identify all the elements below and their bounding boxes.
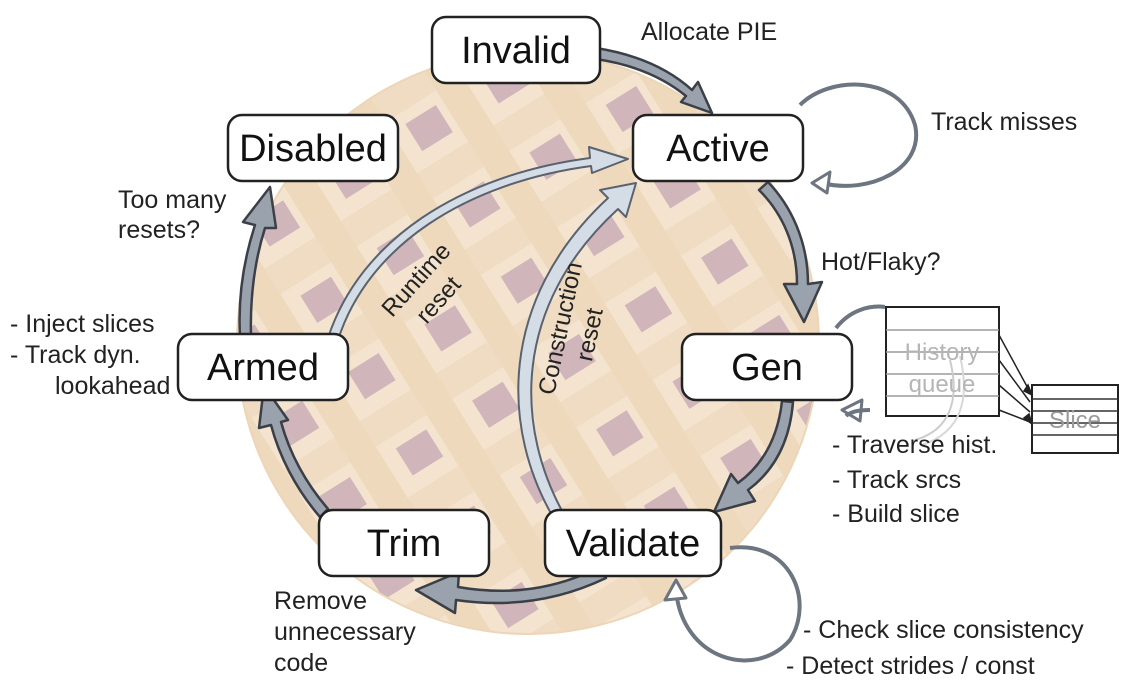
state-gen: Gen	[680, 332, 854, 402]
arrow-active-to-gen	[757, 180, 824, 324]
hot-flaky-label: Hot/Flaky?	[821, 248, 940, 276]
construction-reset-arrow	[517, 182, 637, 523]
runtime-reset-arrow	[327, 146, 629, 341]
state-disabled: Disabled	[226, 113, 400, 183]
armed-note-2: - Track dyn.	[10, 341, 141, 369]
state-invalid-label: Invalid	[461, 30, 571, 72]
validate-self-loop	[674, 545, 802, 663]
active-self-loop	[798, 82, 919, 188]
state-gen-label: Gen	[731, 347, 803, 389]
slice-label: Slice	[1049, 407, 1101, 434]
gen-note-1: - Traverse hist.	[832, 431, 997, 459]
arrow-trim-to-armed	[257, 384, 330, 519]
arrow-invalid-to-active	[594, 46, 714, 115]
cycle-arrows	[238, 46, 824, 615]
armed-note-3: lookahead	[55, 372, 170, 400]
track-misses-label: Track misses	[931, 108, 1077, 136]
state-armed: Armed	[176, 332, 350, 402]
state-active: Active	[631, 113, 805, 183]
history-queue: History queue	[885, 306, 1000, 446]
queue-to-slice-lines	[998, 334, 1034, 426]
arrow-validate-to-trim	[414, 565, 608, 615]
state-validate-label: Validate	[566, 523, 701, 565]
reset-arrows	[327, 146, 637, 523]
gen-note-3: - Build slice	[832, 500, 960, 528]
armed-note-1: - Inject slices	[10, 310, 154, 338]
arrow-armed-to-disabled	[238, 185, 278, 338]
gen-self-loop	[834, 304, 886, 330]
state-disabled-label: Disabled	[239, 128, 387, 170]
remove-label-3: code	[274, 649, 328, 677]
validate-note-1: - Check slice consistency	[803, 616, 1084, 644]
remove-label-2: unnecessary	[274, 618, 416, 646]
too-many-label-1: Too many	[118, 186, 227, 214]
state-active-label: Active	[666, 128, 769, 170]
gen-note-2: - Track srcs	[832, 466, 961, 494]
state-validate: Validate	[543, 508, 723, 578]
slice-box: Slice	[1031, 384, 1119, 454]
state-armed-label: Armed	[207, 347, 319, 389]
state-trim-label: Trim	[367, 523, 442, 565]
remove-label-1: Remove	[274, 587, 367, 615]
state-invalid: Invalid	[430, 15, 602, 85]
allocate-label: Allocate PIE	[641, 18, 777, 46]
history-label: History	[905, 339, 980, 366]
queue-label: queue	[909, 371, 976, 398]
self-loops	[674, 82, 919, 663]
validate-note-2: - Detect strides / const	[786, 652, 1035, 680]
state-trim: Trim	[317, 508, 491, 578]
too-many-label-2: resets?	[118, 216, 200, 244]
